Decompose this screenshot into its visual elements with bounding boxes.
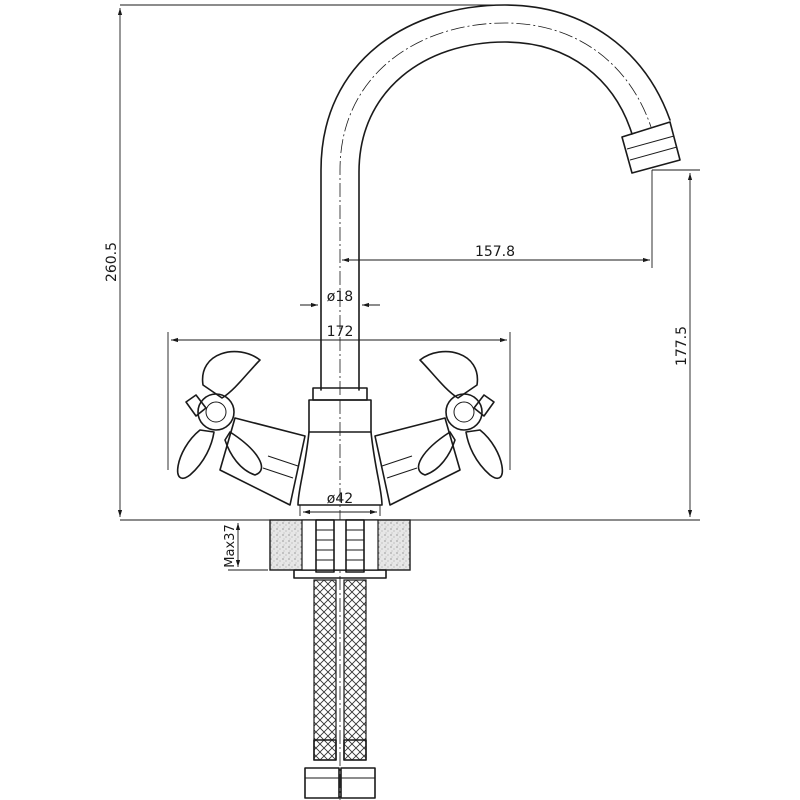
dim-label-outlet-height: 177.5: [674, 326, 690, 366]
dim-handles-width: 172: [167, 324, 511, 470]
dim-label-base-diameter: ø42: [327, 491, 353, 507]
dim-label-counter-thickness: Max37: [223, 524, 238, 567]
left-handle: [176, 350, 306, 506]
dim-base-diameter: ø42: [299, 491, 381, 516]
faucet-body: [297, 400, 383, 800]
dim-spout-reach: 157.8: [342, 170, 653, 268]
dim-label-spout-diameter: ø18: [327, 289, 353, 305]
dim-outlet-height: 177.5: [652, 169, 700, 517]
countertop-section: [269, 519, 411, 579]
dim-label-spout-reach: 157.8: [475, 244, 515, 260]
aerator: [621, 121, 681, 174]
right-handle: [374, 350, 504, 506]
dim-spout-diameter: ø18: [300, 289, 380, 312]
dim-label-handles-width: 172: [327, 324, 354, 340]
hose-nuts: [304, 767, 376, 799]
dim-label-total-height: 260.5: [104, 242, 120, 282]
dim-total-height: 260.5: [104, 4, 700, 521]
spout: [320, 4, 671, 395]
flexible-hoses: [313, 579, 367, 761]
dim-counter-thickness: Max37: [223, 523, 268, 571]
